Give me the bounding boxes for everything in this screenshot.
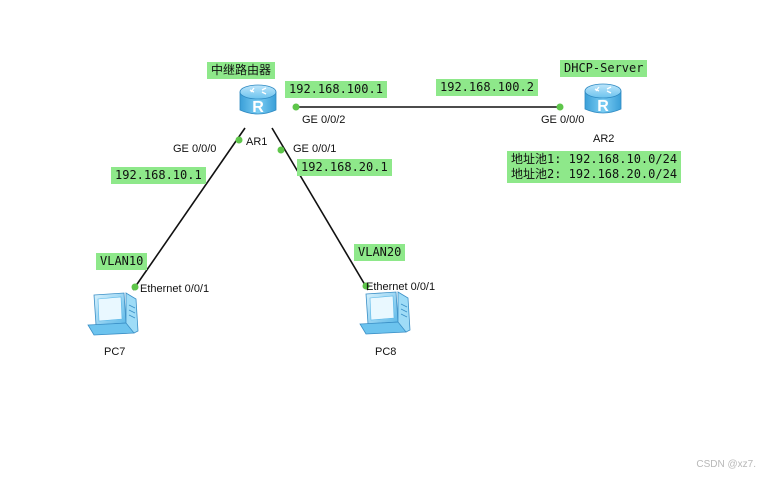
pc8-icon[interactable] (359, 291, 411, 335)
port-dot-ar1-g002[interactable] (292, 103, 300, 111)
ar1-name: AR1 (246, 136, 268, 148)
port-label-ar1-g000: GE 0/0/0 (173, 143, 217, 155)
port-label-ar1-g001: GE 0/0/1 (293, 143, 337, 155)
ip-ar1-g002: 192.168.100.1 (285, 81, 387, 98)
port-label-pc7: Ethernet 0/0/1 (140, 283, 210, 295)
ar1-role-label: 中继路由器 (207, 62, 276, 79)
pc7-icon[interactable] (87, 292, 139, 336)
link-ar1-pc7[interactable] (132, 127, 246, 291)
address-pools-box: 地址池1: 192.168.10.0/24 地址池2: 192.168.20.0… (507, 151, 682, 183)
port-dot-pc8[interactable] (362, 282, 370, 290)
port-dot-ar1-g000[interactable] (235, 136, 243, 144)
address-pool-1: 地址池1: 192.168.10.0/24 (511, 152, 678, 166)
ip-ar1-g001: 192.168.20.1 (297, 159, 392, 176)
ar2-role-label: DHCP-Server (560, 60, 648, 77)
port-label-ar1-g002: GE 0/0/2 (302, 114, 346, 126)
port-label-pc8: Ethernet 0/0/1 (366, 281, 436, 293)
port-dot-ar2-g000[interactable] (556, 103, 564, 111)
port-dot-pc7[interactable] (131, 283, 139, 291)
pc7-name: PC7 (104, 346, 126, 358)
router-ar1-icon[interactable] (239, 84, 277, 117)
ip-ar2-g000: 192.168.100.2 (436, 79, 538, 96)
link-ar1-pc8[interactable] (271, 127, 369, 291)
pc8-vlan-label: VLAN20 (354, 244, 406, 261)
ip-ar1-g000: 192.168.10.1 (111, 167, 206, 184)
port-dot-ar1-g001[interactable] (277, 146, 285, 154)
pc8-name: PC8 (375, 346, 397, 358)
pc7-vlan-label: VLAN10 (96, 253, 148, 270)
router-ar2-icon[interactable] (584, 83, 622, 116)
address-pool-2: 地址池2: 192.168.20.0/24 (511, 167, 678, 181)
port-label-ar2-g000: GE 0/0/0 (541, 114, 585, 126)
watermark: CSDN @xz7. (696, 459, 756, 470)
ar2-name: AR2 (593, 133, 615, 145)
